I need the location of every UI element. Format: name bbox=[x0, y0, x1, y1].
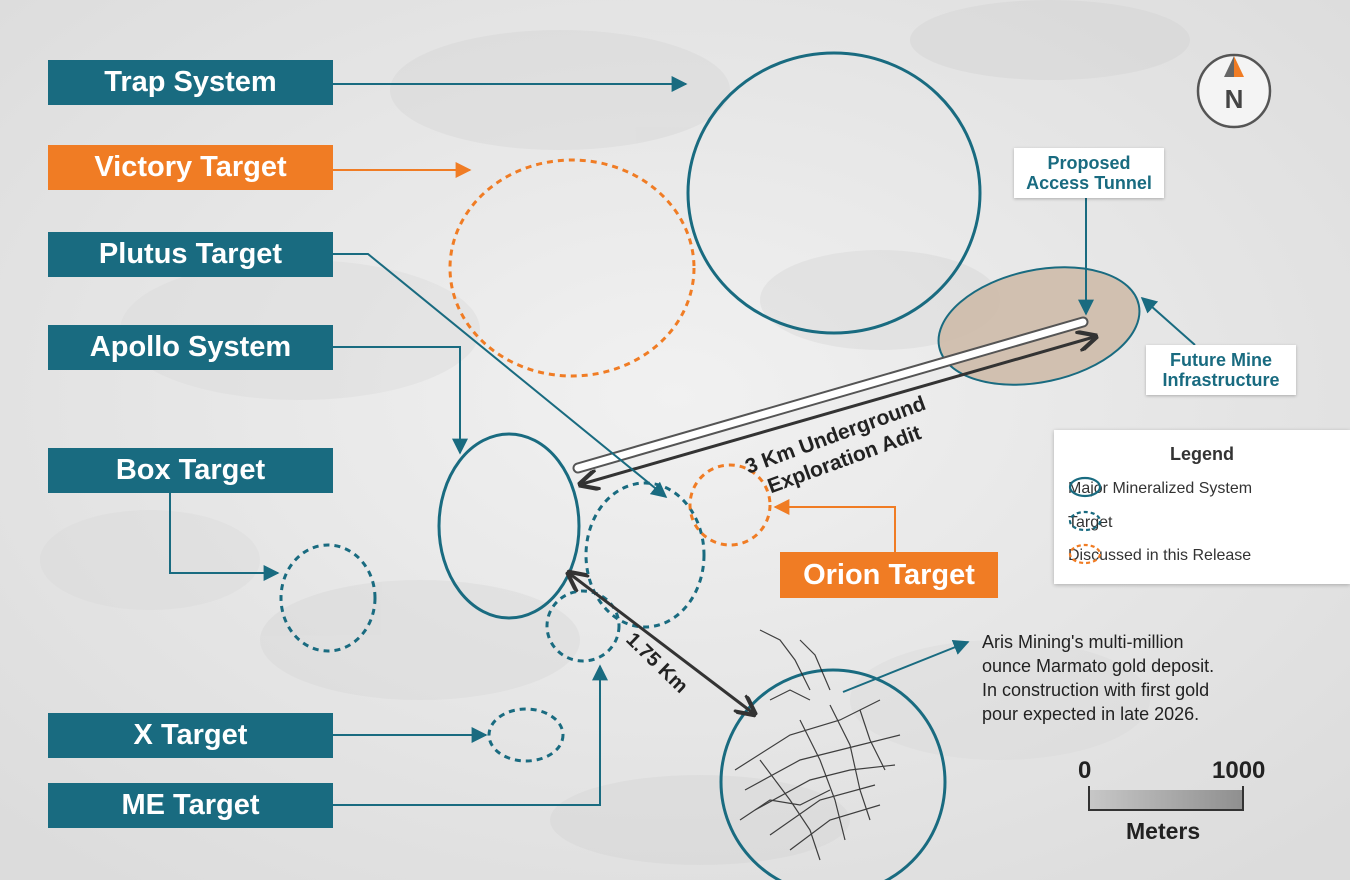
label-me-target: ME Target bbox=[48, 783, 333, 828]
label-box-target: Box Target bbox=[48, 448, 333, 493]
victory-target-outline bbox=[448, 158, 696, 378]
scale-unit-label: Meters bbox=[1126, 818, 1201, 844]
apollo-system-outline bbox=[437, 432, 581, 620]
label-apollo-system: Apollo System bbox=[48, 325, 333, 370]
marmato-note: Aris Mining's multi-million ounce Marmat… bbox=[982, 630, 1282, 726]
marmato-line4: pour expected in late 2026. bbox=[982, 704, 1200, 724]
legend-title: Legend bbox=[1169, 444, 1234, 464]
callout-access-tunnel-line2: Access Tunnel bbox=[1026, 173, 1152, 193]
orion-target-leader bbox=[773, 499, 896, 552]
marmato-line1: Aris Mining's multi-million bbox=[982, 632, 1184, 652]
north-arrow-icon bbox=[1196, 53, 1272, 129]
callout-mine-infra-line2: Infrastructure bbox=[1162, 370, 1280, 390]
scale-min-label: 0 bbox=[1078, 757, 1092, 784]
callout-mine-infra-line1: Future Mine bbox=[1170, 350, 1272, 370]
legend-item-label: Target bbox=[1068, 514, 1113, 531]
label-orion-target: Orion Target bbox=[780, 552, 998, 598]
scale-max-label: 1000 bbox=[1212, 757, 1266, 784]
legend-item-label: Major Mineralized System bbox=[1068, 480, 1253, 497]
callout-access-tunnel-line1: Proposed bbox=[1047, 153, 1131, 173]
mine-infrastructure-leader bbox=[1140, 296, 1196, 346]
label-x-target: X Target bbox=[48, 713, 333, 758]
me-target-leader bbox=[333, 664, 608, 806]
marmato-deposit-outline bbox=[719, 668, 947, 880]
callout-future-mine-infrastructure: Future Mine Infrastructure bbox=[1146, 345, 1296, 395]
x-target-outline bbox=[487, 707, 565, 763]
box-target-leader bbox=[169, 493, 280, 581]
callout-proposed-access-tunnel: Proposed Access Tunnel bbox=[1014, 148, 1164, 198]
legend-panel: Legend Major Mineralized System Target D… bbox=[1054, 430, 1350, 584]
apollo-system-leader bbox=[333, 346, 468, 455]
legend-item-discussed: Discussed in this Release bbox=[1068, 543, 1251, 569]
label-trap-system: Trap System bbox=[48, 60, 333, 105]
scale-bar-icon bbox=[1088, 786, 1244, 811]
dashed-orange-ellipse-icon bbox=[1068, 543, 1102, 565]
marmato-line2: ounce Marmato gold deposit. bbox=[982, 656, 1215, 676]
legend-item-major: Major Mineralized System bbox=[1068, 476, 1252, 502]
dashed-ellipse-icon bbox=[1068, 510, 1102, 532]
marmato-line3: In construction with first gold bbox=[982, 680, 1210, 700]
marmato-vein-network bbox=[734, 629, 901, 861]
solid-ellipse-icon bbox=[1068, 476, 1102, 498]
distance-arrow bbox=[570, 574, 753, 713]
plutus-target-leader bbox=[333, 253, 668, 499]
label-victory-target: Victory Target bbox=[48, 145, 333, 190]
label-plutus-target: Plutus Target bbox=[48, 232, 333, 277]
north-label: N bbox=[1224, 84, 1244, 114]
terrain-shading bbox=[40, 0, 1190, 865]
marmato-leader bbox=[842, 639, 970, 693]
legend-item-label: Discussed in this Release bbox=[1068, 547, 1252, 564]
adit-length-arrow bbox=[582, 337, 1094, 484]
box-target-outline bbox=[279, 543, 377, 653]
legend-item-target: Target bbox=[1068, 510, 1112, 536]
